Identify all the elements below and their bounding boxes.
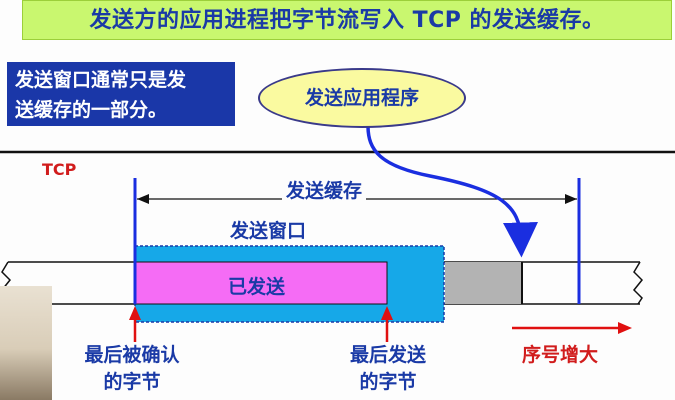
unsent-bytes-region [445, 262, 522, 304]
sent-label: 已发送 [228, 272, 285, 299]
right-break-mark [634, 262, 642, 304]
send-app-process: 发送应用程序 [258, 68, 466, 128]
last-sent-line-1: 最后发送 [333, 342, 443, 369]
buffer-dim-arrow-right [565, 194, 577, 204]
last-sent-byte-label: 最后发送 的字节 [333, 342, 443, 396]
app-write-arrow [368, 126, 521, 240]
last-sent-line-2: 的字节 [333, 369, 443, 396]
send-buffer-label: 发送缓存 [282, 176, 366, 203]
buffer-dim-arrow-left [137, 194, 149, 204]
seq-increase-label: 序号增大 [522, 340, 598, 367]
last-acked-line-1: 最后被确认 [62, 342, 202, 369]
send-window-label: 发送窗口 [230, 216, 306, 243]
last-acked-byte-label: 最后被确认 的字节 [62, 342, 202, 396]
seq-increase-arrowhead [618, 322, 632, 334]
tcp-label: TCP [42, 160, 76, 179]
last-acked-line-2: 的字节 [62, 369, 202, 396]
presenter-video-thumbnail [0, 286, 52, 400]
